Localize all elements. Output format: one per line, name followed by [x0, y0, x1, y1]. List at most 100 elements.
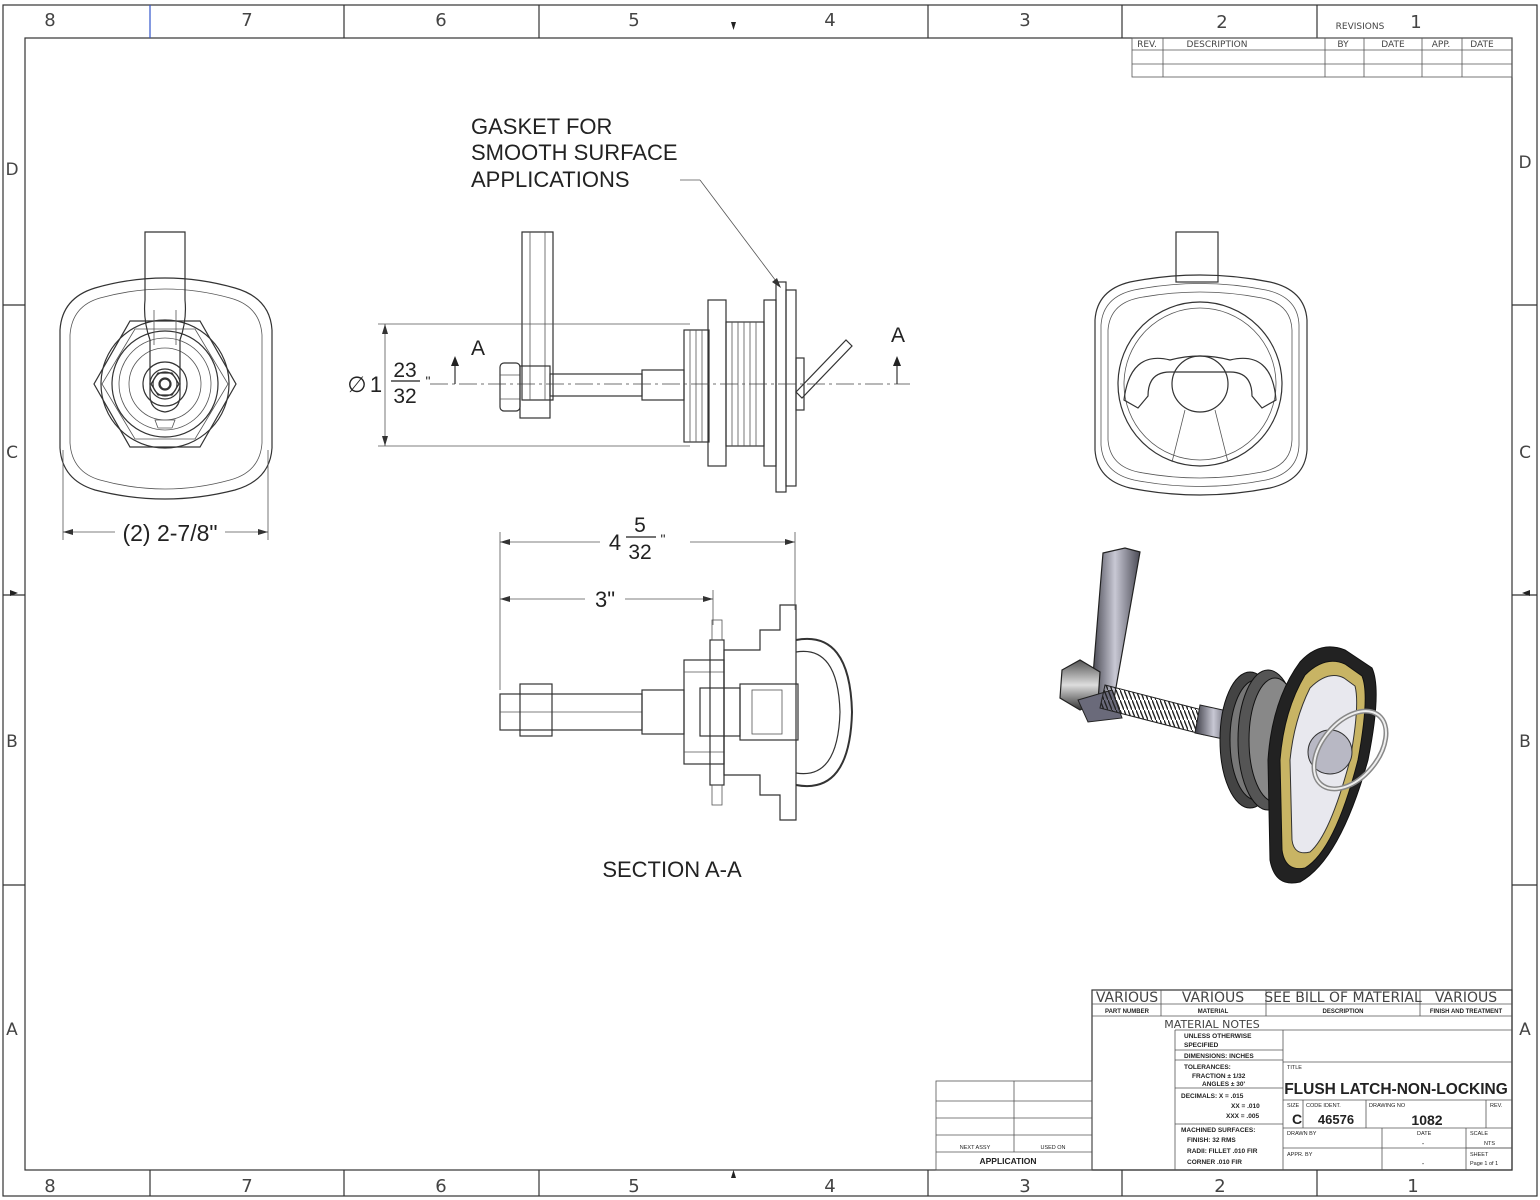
rev-label: REV.	[1490, 1103, 1503, 1109]
zone-left-d: D	[5, 160, 18, 180]
application-label: APPLICATION	[980, 1156, 1037, 1166]
zone-top-8: 8	[44, 10, 55, 31]
zone-bottom-6: 6	[435, 1176, 446, 1197]
zone-bottom-1: 1	[1407, 1176, 1418, 1197]
scale-value: NTS	[1484, 1141, 1495, 1147]
scale-label: SCALE	[1470, 1131, 1488, 1137]
title-block: VARIOUS VARIOUS SEE BILL OF MATERIAL VAR…	[935, 989, 1513, 1171]
front-view	[59, 231, 273, 500]
diameter-whole: 1	[370, 372, 382, 397]
code-ident-label: CODE IDENT.	[1306, 1103, 1341, 1109]
gasket-callout-line-1: GASKET FOR	[471, 114, 612, 139]
zone-bottom-3: 3	[1019, 1176, 1030, 1197]
section-view: 4 5 32 " 3" SECTION A-A	[499, 514, 854, 882]
section-marker-left: A	[471, 337, 485, 360]
finish-value: VARIOUS	[1435, 990, 1497, 1006]
code-ident-value: 46576	[1318, 1112, 1354, 1127]
zone-bottom-4: 4	[824, 1176, 835, 1197]
diameter-symbol: ∅	[347, 372, 366, 397]
used-on-label: USED ON	[1040, 1145, 1065, 1151]
zone-top-3: 3	[1019, 10, 1030, 31]
zone-right-a: A	[1519, 1020, 1531, 1040]
zone-right-b: B	[1519, 732, 1531, 752]
zone-bottom-5: 5	[628, 1176, 639, 1197]
rev-header-by: BY	[1337, 40, 1349, 50]
zone-labels-bottom: 8 7 6 5 4 3 2 1	[44, 1176, 1418, 1197]
appr-date-value: -	[1422, 1161, 1425, 1168]
gasket-callout-line-3: APPLICATIONS	[471, 167, 630, 192]
material-label: MATERIAL	[1198, 1009, 1229, 1015]
drawing-no-label: DRAWING NO	[1369, 1103, 1406, 1109]
note-decimals: DECIMALS: X = .015	[1181, 1093, 1244, 1100]
finish-label: FINISH AND TREATMENT	[1430, 1009, 1503, 1015]
zone-right-c: C	[1519, 443, 1531, 463]
note-finish: FINISH: 32 RMS	[1187, 1137, 1236, 1144]
zone-right-d: D	[1518, 153, 1531, 173]
description-value: SEE BILL OF MATERIAL	[1264, 990, 1422, 1006]
part-number-value: VARIOUS	[1096, 990, 1158, 1006]
part-number-label: PART NUMBER	[1105, 1009, 1150, 1015]
zone-top-1: 1	[1410, 12, 1421, 33]
note-tolerances: TOLERANCES:	[1184, 1064, 1231, 1071]
zone-left-a: A	[6, 1020, 18, 1040]
gasket-callout: GASKET FOR SMOOTH SURFACE APPLICATIONS	[471, 114, 781, 288]
center-mark-right-icon	[1522, 590, 1530, 596]
rev-header-date: DATE	[1381, 40, 1405, 50]
zone-left-b: B	[6, 732, 18, 752]
rev-header-description: DESCRIPTION	[1187, 40, 1248, 50]
zone-top-5: 5	[628, 10, 639, 31]
drawing-title: FLUSH LATCH-NON-LOCKING	[1284, 1081, 1508, 1098]
note-dimensions: DIMENSIONS: INCHES	[1184, 1053, 1254, 1060]
date-label: DATE	[1417, 1131, 1432, 1137]
section-marker-right: A	[891, 324, 905, 347]
rev-header-date-2: DATE	[1470, 40, 1494, 50]
note-corner: CORNER .010 FIR	[1187, 1159, 1242, 1166]
length-whole: 4	[609, 530, 621, 555]
zone-top-6: 6	[435, 10, 446, 31]
description-label: DESCRIPTION	[1322, 1009, 1363, 1015]
gasket-callout-line-2: SMOOTH SURFACE	[471, 140, 678, 165]
length-numerator: 5	[634, 514, 646, 537]
zone-bottom-8: 8	[44, 1176, 55, 1197]
drawn-by-label: DRAWN BY	[1287, 1131, 1317, 1137]
zone-labels-left: D C B A	[5, 160, 18, 1040]
diameter-denominator: 32	[393, 385, 416, 408]
zone-left-c: C	[6, 443, 18, 463]
length-inch-mark: "	[661, 531, 666, 547]
date-value: -	[1422, 1141, 1425, 1148]
zone-bottom-2: 2	[1214, 1176, 1225, 1197]
material-value: VARIOUS	[1182, 990, 1244, 1006]
note-fraction: FRACTION ± 1/32	[1192, 1073, 1246, 1080]
note-xx: XX = .010	[1231, 1103, 1260, 1110]
next-assy-label: NEXT ASSY	[960, 1145, 991, 1151]
note-specified: SPECIFIED	[1184, 1042, 1219, 1049]
note-unless: UNLESS OTHERWISE	[1184, 1033, 1252, 1040]
rev-header-app: APP.	[1432, 40, 1450, 50]
size-value: C	[1292, 1111, 1302, 1127]
sheet-border	[2, 4, 1538, 1197]
zone-top-7: 7	[241, 10, 252, 31]
diameter-inch-mark: "	[426, 373, 431, 389]
sheet-label: SHEET	[1470, 1152, 1489, 1158]
diameter-dimension: ∅ 1 23 32 "	[347, 323, 690, 447]
size-label: SIZE	[1287, 1103, 1300, 1109]
length-short-label: 3"	[595, 587, 615, 612]
note-machined: MACHINED SURFACES:	[1181, 1127, 1255, 1134]
center-mark-top-icon	[731, 22, 736, 30]
side-view: A A	[430, 231, 910, 493]
zone-top-2: 2	[1216, 12, 1227, 33]
zone-labels-right: D C B A	[1518, 153, 1531, 1040]
rev-header-rev: REV.	[1137, 40, 1157, 50]
center-mark-bottom-icon	[731, 1170, 736, 1178]
rear-view	[1094, 231, 1308, 496]
zone-bottom-7: 7	[241, 1176, 252, 1197]
drawing-no-value: 1082	[1411, 1112, 1442, 1128]
length-denominator: 32	[628, 541, 651, 564]
note-radii: RADII: FILLET .010 FIR	[1187, 1148, 1258, 1155]
material-notes-heading: MATERIAL NOTES	[1164, 1018, 1259, 1031]
appr-by-label: APPR. BY	[1287, 1152, 1313, 1158]
note-xxx: XXX = .005	[1226, 1113, 1259, 1120]
width-dim-label: (2) 2-7/8"	[122, 520, 217, 546]
revisions-title: REVISIONS	[1336, 22, 1385, 32]
